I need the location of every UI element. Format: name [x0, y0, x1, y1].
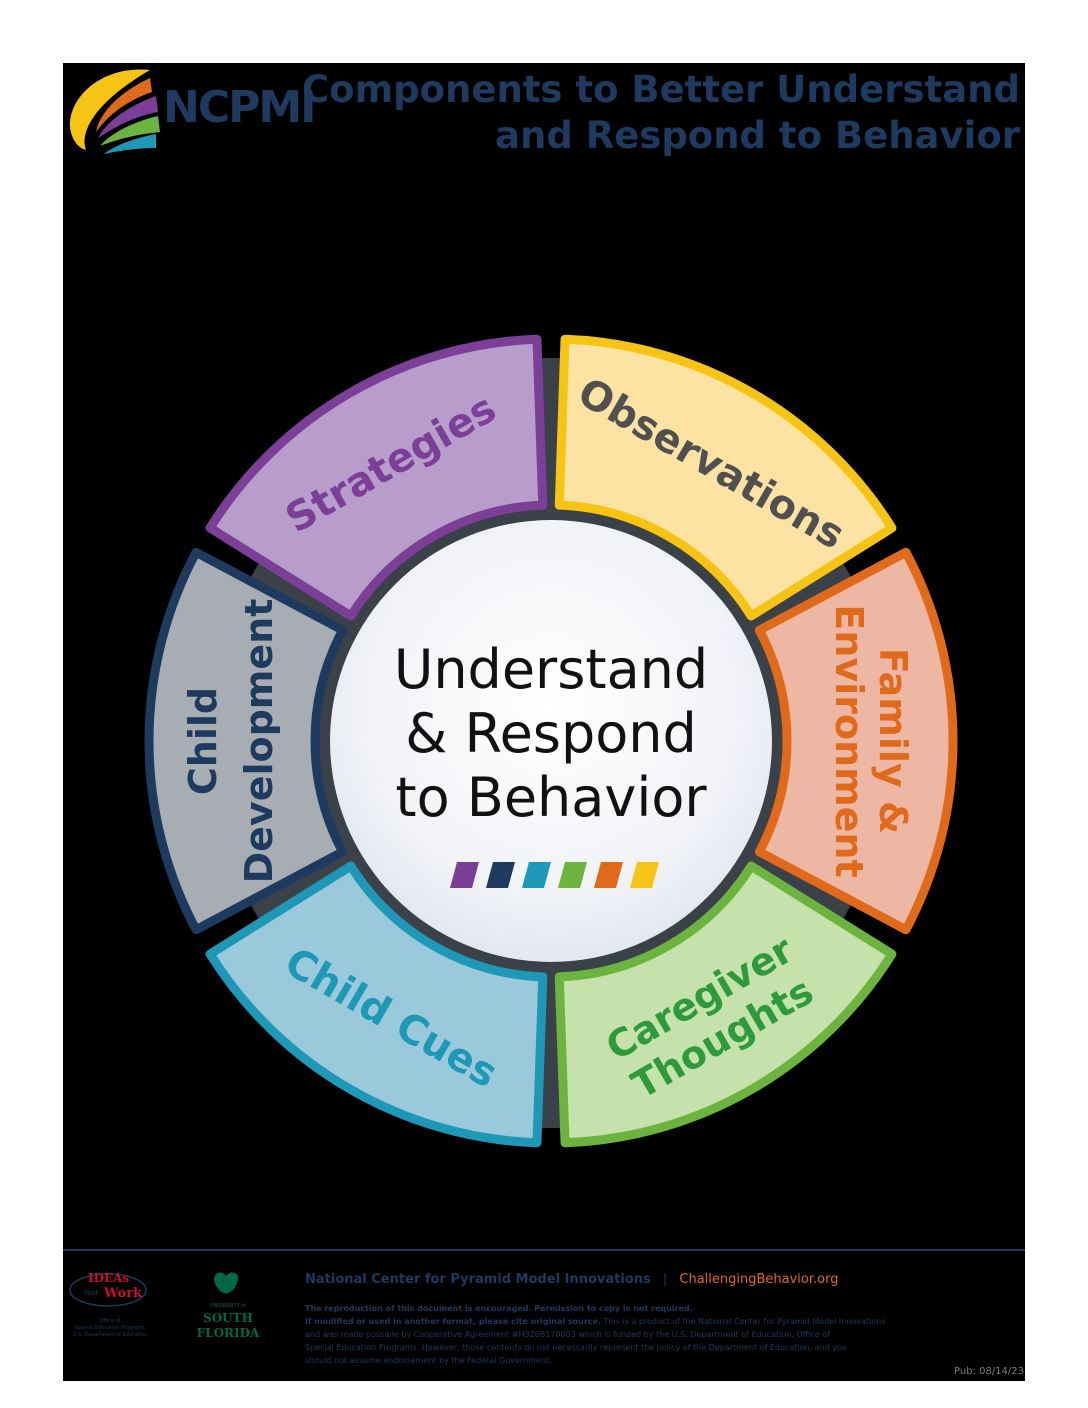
- center-swatch: [630, 862, 659, 888]
- segment-label-line: Development: [237, 599, 281, 884]
- usf-line-1: SOUTH: [203, 1311, 253, 1325]
- center-swatch: [594, 862, 623, 888]
- usf-small: UNIVERSITY of: [210, 1303, 246, 1309]
- segment-label-line: Family &: [871, 648, 915, 834]
- segment-strategies: [205, 334, 548, 621]
- center-swatch: [558, 862, 587, 888]
- segment-family-environment: [754, 547, 958, 935]
- segment-label-line: Child: [181, 687, 225, 795]
- center-color-swatches: [450, 862, 659, 888]
- segment-child-development: [144, 547, 348, 935]
- ideas-sub-3: U.S. Department of Education: [73, 1332, 148, 1338]
- title-line-1: Components to Better Understand: [302, 68, 1020, 111]
- logo-swoosh-yellow-icon: [69, 69, 150, 150]
- center-circle: [330, 520, 772, 962]
- segment-caregiver-thoughts: [554, 861, 897, 1148]
- center-line-1: Understand: [394, 638, 708, 701]
- footer-separator: |: [663, 1272, 667, 1287]
- ncpmi-logo: NCPMI: [69, 69, 317, 154]
- footer-website-link[interactable]: ChallengingBehavior.org: [679, 1272, 838, 1287]
- segment-label-child-development: Child Development: [181, 599, 281, 884]
- logo-swoosh-green-icon: [100, 116, 160, 146]
- title-line-2: and Respond to Behavior: [495, 114, 1021, 157]
- ideas-word-2: that: [84, 1289, 98, 1297]
- repro-line-2-rest: This is a product of the National Center…: [601, 1317, 885, 1326]
- center-swatch: [522, 862, 551, 888]
- segment-observations: [554, 334, 897, 621]
- repro-line-1: The reproduction of this document is enc…: [305, 1304, 693, 1313]
- brand-name: NCPMI: [163, 82, 315, 133]
- logo-swoosh-purple-icon: [98, 96, 158, 138]
- segment-child-cues: [205, 861, 548, 1148]
- repro-line-2-bold: If modified or used in another format, p…: [305, 1317, 601, 1326]
- repro-line-5: should not assume endorsement by the Fed…: [305, 1356, 552, 1365]
- ideas-sub-2: Special Education Programs: [75, 1325, 145, 1331]
- ideas-that-work-logo: IDEAs that Work Office of Special Educat…: [69, 1271, 148, 1338]
- center-line-3: to Behavior: [395, 766, 707, 829]
- logo-swoosh-orange-icon: [96, 78, 152, 132]
- segment-label-line: Environment: [827, 604, 871, 877]
- pub-date: Pub: 08/14/23: [954, 1366, 1024, 1377]
- usf-bull-icon: [214, 1272, 239, 1294]
- footer-org-name: National Center for Pyramid Model Innova…: [305, 1272, 651, 1287]
- bottom-margin: [0, 1382, 1088, 1408]
- footer-org-line: National Center for Pyramid Model Innova…: [305, 1272, 838, 1287]
- repro-line-2: If modified or used in another format, p…: [305, 1317, 885, 1326]
- center-line-2: & Respond: [405, 702, 697, 765]
- ideas-word-3: Work: [103, 1286, 143, 1301]
- repro-line-3: and was made possible by Cooperative Agr…: [305, 1330, 830, 1339]
- logo-swoosh-blue-icon: [104, 134, 156, 154]
- usf-line-2: FLORIDA: [197, 1326, 260, 1340]
- center-swatch: [486, 862, 515, 888]
- ideas-logo-swoosh-icon: [69, 1273, 147, 1307]
- repro-line-4: Special Education Programs. However, tho…: [305, 1343, 847, 1352]
- segment-label-family-environment: Family &Environment: [827, 604, 915, 877]
- ideas-sub-1: Office of: [99, 1318, 120, 1324]
- usf-logo: UNIVERSITY of SOUTH FLORIDA: [197, 1272, 260, 1340]
- ideas-word-1: IDEAs: [88, 1271, 129, 1285]
- center-swatch: [450, 862, 479, 888]
